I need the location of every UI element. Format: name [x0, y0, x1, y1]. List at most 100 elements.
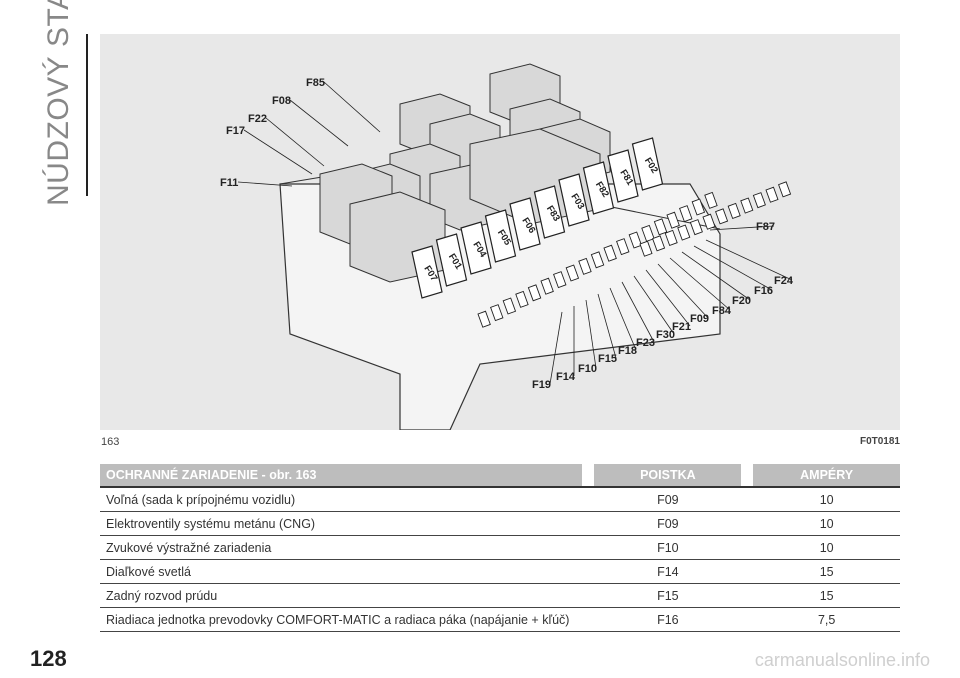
section-divider: [86, 34, 88, 196]
callout-label: F20: [732, 295, 751, 307]
section-title-text: NÚDZOVÝ STAV: [42, 0, 75, 206]
small-fuse: [565, 264, 580, 282]
fuse-block: [509, 197, 541, 251]
callout-label: F11: [220, 177, 238, 189]
figure-code: F0T0181: [859, 436, 900, 447]
small-fuse: [553, 271, 567, 289]
small-fuse: [702, 213, 716, 230]
small-fuse: [590, 251, 605, 269]
callout-label: F23: [636, 337, 655, 349]
callout-label: F84: [712, 305, 732, 317]
small-fuse: [715, 208, 729, 225]
callout-label: F16: [754, 285, 773, 297]
callout-leader: [265, 117, 325, 167]
table-row: Elektroventily systému metánu (CNG) F09 10: [100, 511, 900, 536]
small-fuse: [765, 186, 779, 203]
cell-amps: 15: [753, 583, 900, 608]
callout: F18: [609, 287, 637, 357]
small-fuse: [641, 224, 655, 242]
callout-label: F17: [226, 125, 245, 137]
small-fuse: [752, 192, 766, 209]
small-fuse: [616, 238, 630, 256]
callout: F20: [681, 251, 751, 307]
callout-label: F21: [672, 321, 691, 333]
cell-fuse: F15: [594, 583, 742, 608]
small-fuse: [653, 218, 668, 236]
cell-device: Zadný rozvod prúdu: [100, 583, 583, 608]
header-device: OCHRANNÉ ZARIADENIE - obr. 163: [100, 464, 583, 488]
cell-device: Elektroventily systému metánu (CNG): [100, 511, 583, 536]
callout: F11: [220, 177, 293, 189]
table-row: Riadiaca jednotka prevodovky COMFORT-MAT…: [100, 607, 900, 632]
callout: F87: [709, 221, 775, 233]
callout-label: F24: [774, 275, 794, 287]
callout-leader: [657, 263, 709, 319]
small-fuse: [778, 181, 792, 198]
watermark: carmanualsonline.info: [754, 650, 930, 670]
header-gap: [582, 464, 595, 488]
callout: F14: [556, 306, 576, 383]
callout-leader: [645, 269, 691, 327]
cell-device: Riadiaca jednotka prevodovky COMFORT-MAT…: [100, 607, 583, 632]
callout-leader: [669, 257, 731, 311]
callout-leader: [705, 239, 793, 281]
callout-leader: [585, 299, 597, 369]
small-fuse: [664, 229, 678, 246]
small-fuse: [639, 240, 653, 257]
callout-leader: [709, 225, 775, 231]
callout-leader: [243, 129, 313, 175]
fuse-block: [435, 233, 468, 287]
callout-leader: [609, 287, 637, 351]
callout-label: F30: [656, 329, 675, 341]
callout: F19: [532, 311, 563, 391]
cell-amps: 7,5: [753, 607, 900, 632]
small-fuse: [689, 219, 703, 236]
cell-amps: 15: [753, 559, 900, 584]
cell-amps: 10: [753, 535, 900, 560]
callout-label: F08: [272, 95, 291, 107]
cell-fuse: F16: [594, 607, 742, 632]
cell-amps: 10: [753, 511, 900, 536]
cell-device: Zvukové výstražné zariadenia: [100, 535, 583, 560]
small-fuse: [727, 202, 741, 219]
small-fuse: [691, 198, 706, 216]
callout-leader: [237, 181, 293, 187]
fuse-table: OCHRANNÉ ZARIADENIE - obr. 163 POISTKA A…: [100, 464, 900, 632]
callout-leader: [633, 275, 675, 335]
small-fuse: [502, 297, 517, 315]
fuse-block: [411, 245, 443, 299]
callout-leader: [323, 81, 381, 133]
callout-label: F85: [306, 77, 325, 89]
cell-fuse: F09: [594, 511, 742, 536]
small-fuse: [677, 224, 691, 241]
figure-number: 163: [101, 436, 120, 448]
callout-leader: [289, 99, 349, 147]
small-fuse: [652, 235, 666, 252]
callout: F09: [657, 263, 709, 325]
small-fuse: [477, 310, 491, 328]
callout: F17: [226, 125, 313, 175]
fuse-block: [607, 149, 639, 203]
callout: F22: [248, 113, 325, 167]
callout-leader: [693, 245, 773, 291]
fuse-block: [631, 137, 664, 191]
small-fuse: [704, 191, 718, 209]
fuse-block: [460, 221, 492, 275]
small-fuse: [603, 244, 617, 262]
small-fuse: [490, 304, 504, 322]
table-row: Zadný rozvod prúdu F15 15: [100, 583, 900, 608]
page-number: 128: [30, 646, 67, 671]
table-header-row: OCHRANNÉ ZARIADENIE - obr. 163 POISTKA A…: [100, 464, 900, 488]
cell-amps: 10: [753, 487, 900, 512]
fuse-block: [484, 209, 517, 263]
header-fuse: POISTKA: [594, 464, 742, 488]
small-fuse: [578, 257, 592, 275]
small-fuse: [666, 211, 680, 229]
callout-label: F10: [578, 363, 597, 375]
small-fuse: [527, 284, 542, 302]
callout: F24: [705, 239, 794, 287]
